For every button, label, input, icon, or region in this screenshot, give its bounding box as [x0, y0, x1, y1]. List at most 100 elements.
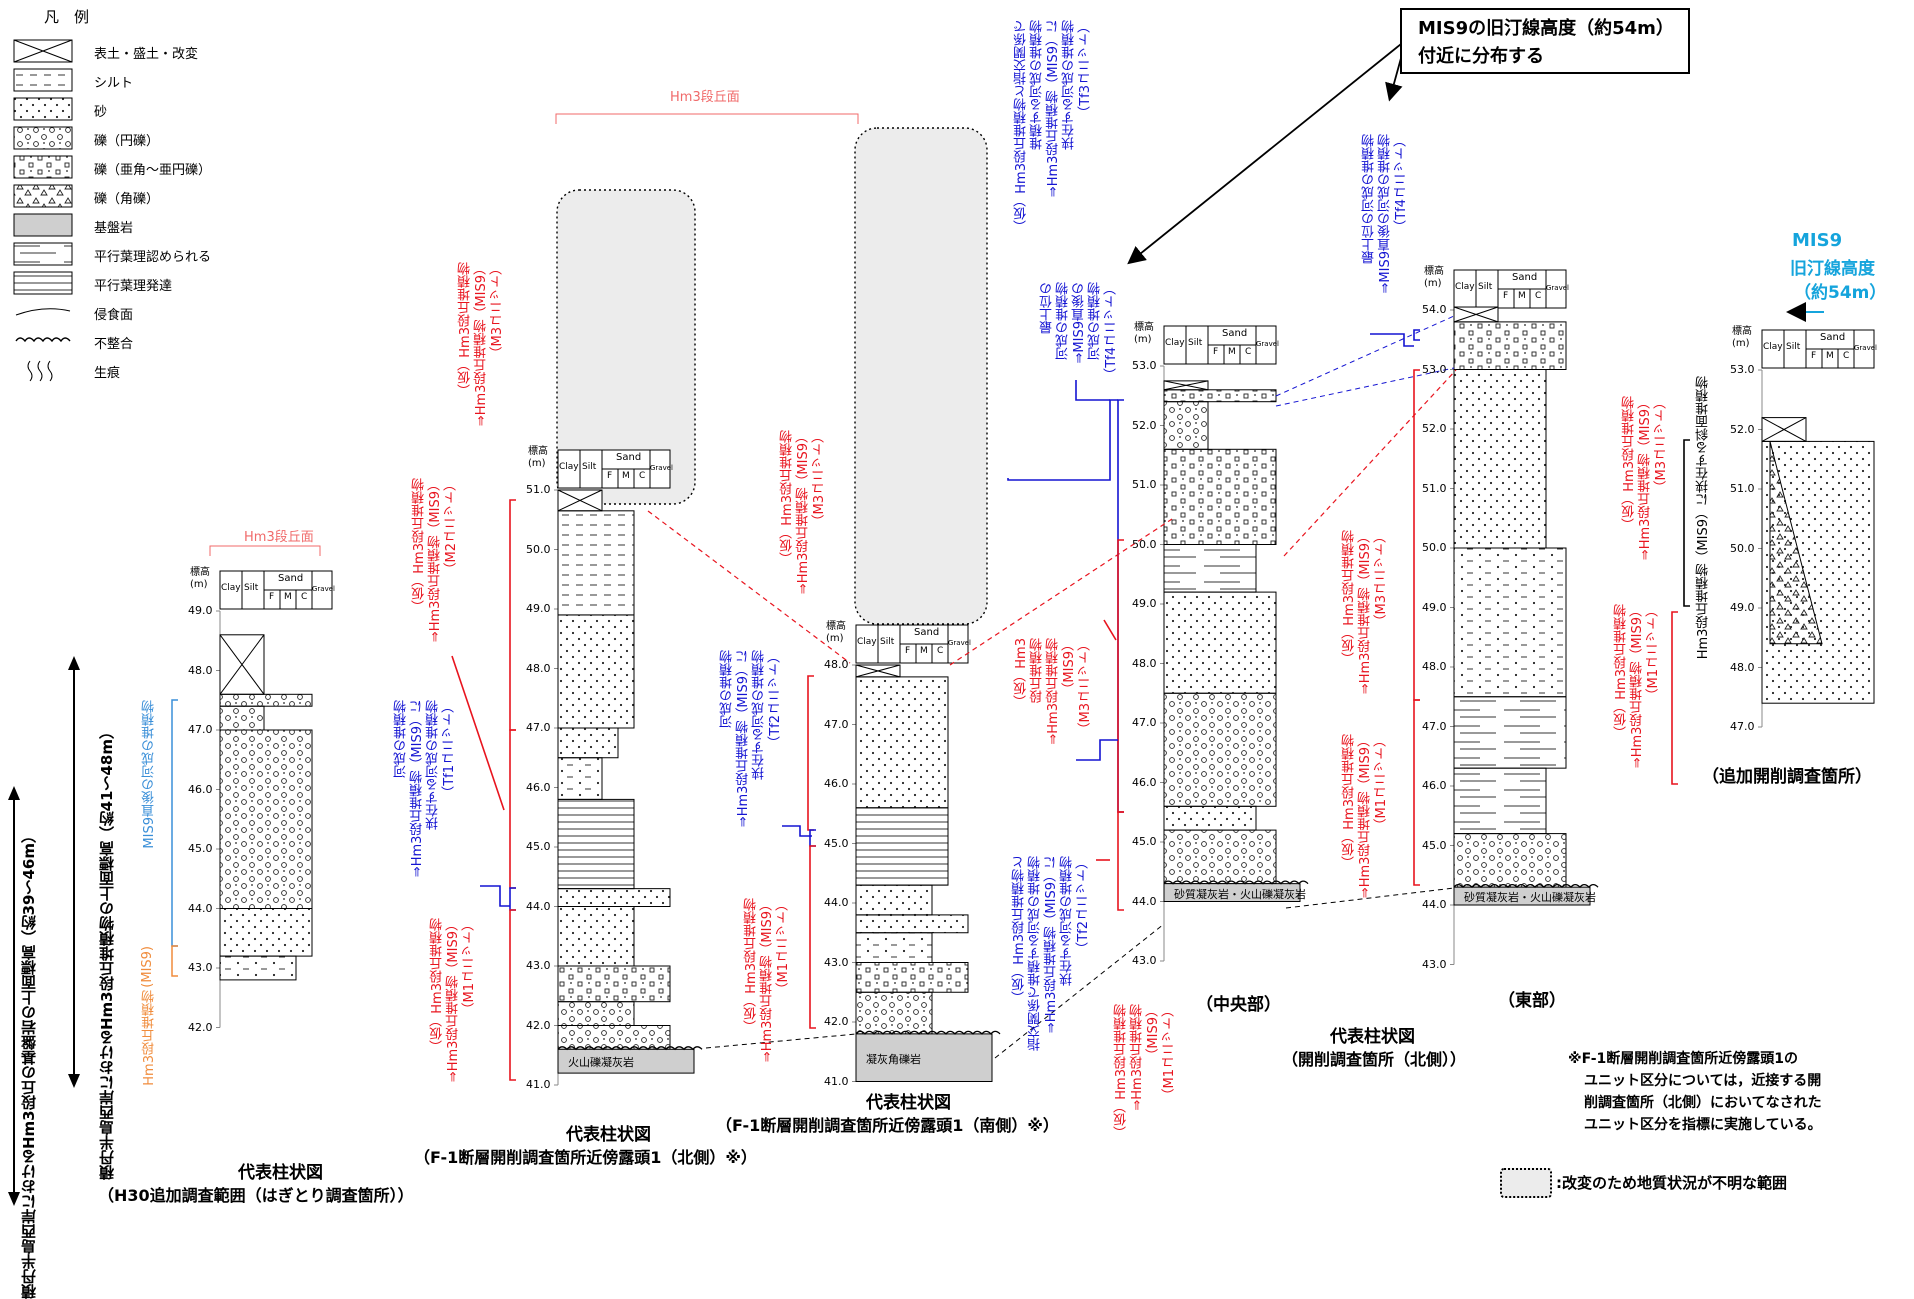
left-axis-mis9: (MIS9)	[140, 946, 155, 988]
connector-c4-tf4	[1076, 380, 1110, 400]
c5-header-f: F	[1503, 291, 1508, 301]
legend-swatch-bioturbation	[28, 361, 32, 381]
c5-tick-label: 46.0	[1422, 779, 1447, 792]
c1-header-silt: Silt	[244, 583, 258, 593]
c4-layer	[1164, 402, 1208, 450]
c5-header-c: C	[1535, 291, 1541, 301]
c1-tick-label: 43.0	[188, 961, 213, 974]
annot-c5-m1-line2: （M1ユニット）	[1372, 734, 1391, 832]
note-line3: 削調査箇所（北側）においてなされた	[1584, 1092, 1822, 1112]
c4-layer	[1164, 806, 1256, 830]
c1-layer	[220, 956, 296, 980]
c5-layer	[1454, 834, 1566, 888]
c2-title1: 代表柱状図	[566, 1120, 651, 1145]
c3-layer	[856, 992, 932, 1034]
legend-label-erosion: 侵食面	[94, 304, 133, 323]
c2-layer	[558, 1002, 634, 1026]
c4-header-silt: Silt	[1188, 338, 1202, 348]
c6-tick-label: 50.0	[1730, 542, 1755, 555]
c2-layer	[558, 907, 634, 967]
c5-header-sand: Sand	[1512, 272, 1537, 283]
c4-header-f: F	[1213, 347, 1218, 357]
bracket-c3-m3	[808, 676, 814, 830]
c6-header-c: C	[1843, 351, 1849, 361]
c3-header-sand: Sand	[914, 627, 939, 638]
c1-elev-label: 標高	[190, 563, 210, 578]
c5-header-silt: Silt	[1478, 282, 1492, 292]
c5-header-clay: Clay	[1455, 282, 1475, 292]
c2-tick-label: 46.0	[526, 781, 551, 794]
c5-subtitle: （東部）	[1498, 986, 1566, 1011]
bracket-c5-m1	[1414, 700, 1420, 885]
c2-header-gravel: Gravel	[650, 464, 673, 472]
c4-tick-label: 44.0	[1132, 895, 1157, 908]
annot-c4-tf2-line4: （Tf2ユニット）	[1074, 856, 1093, 955]
c5-tick-label: 49.0	[1422, 601, 1447, 614]
c6-subtitle: （追加開削調査箇所）	[1702, 762, 1872, 787]
bracket-c3-m1	[810, 846, 816, 1028]
left-axis-terrace-deposit: Hm3段丘堆積物	[140, 990, 159, 1086]
bracket-c3-tf2	[810, 830, 816, 846]
c3-layer	[856, 885, 932, 915]
c6-header-silt: Silt	[1786, 342, 1800, 352]
c5-elev-label: 標高	[1424, 262, 1444, 277]
c1-tick-label: 47.0	[188, 723, 213, 736]
c2-elev-label: 標高	[528, 442, 548, 457]
c2-bedrock-label: 火山礫凝灰岩	[568, 1054, 634, 1070]
c4-subtitle: （中央部）	[1196, 990, 1281, 1015]
c5-tick-label: 50.0	[1422, 541, 1447, 554]
callout-line1: MIS9の旧汀線高度（約54m）	[1418, 14, 1674, 40]
c1-title2: （H30追加調査範囲（はぎとり調査箇所））	[98, 1182, 414, 1206]
legend-title: 凡 例	[44, 6, 89, 27]
c4-tick-label: 49.0	[1132, 597, 1157, 610]
c1-tick-label: 44.0	[188, 902, 213, 915]
c2-elev-unit: (m)	[528, 458, 546, 469]
legend-swatch-unconformity	[16, 338, 70, 341]
c4-header-clay: Clay	[1165, 338, 1185, 348]
c6-elev-unit: (m)	[1732, 338, 1750, 349]
c3-tick-label: 43.0	[824, 956, 849, 969]
c2-header-f: F	[607, 471, 612, 481]
legend-swatch-erosion	[16, 309, 70, 315]
correlation-blue-1	[1276, 316, 1454, 396]
c3-layer	[856, 808, 948, 885]
c1-title1: 代表柱状図	[238, 1158, 323, 1183]
mis9-marker-line2: 旧汀線高度	[1790, 254, 1875, 279]
c5-tick-label: 48.0	[1422, 660, 1447, 673]
c1-header-gravel: Gravel	[312, 585, 335, 593]
note-line4: ユニット区分を指標に実施している。	[1584, 1114, 1822, 1134]
bracket-c2-tf1	[510, 888, 516, 910]
correlation-red-3	[1284, 370, 1456, 556]
c5-tick-label: 51.0	[1422, 482, 1447, 495]
c4-tick-label: 50.0	[1132, 538, 1157, 551]
bracket-c2-m2	[510, 500, 516, 730]
c6-header-f: F	[1811, 351, 1816, 361]
c3-header-c: C	[937, 646, 943, 656]
c5-tick-label: 43.0	[1422, 958, 1447, 971]
c3-tick-label: 44.0	[824, 896, 849, 909]
c5-layer	[1454, 768, 1546, 833]
c4-tick-label: 52.0	[1132, 419, 1157, 432]
legend-swatch-silt	[14, 69, 72, 91]
c4-layer	[1164, 449, 1276, 544]
c1-layer	[220, 730, 312, 909]
c4-tick-label: 45.0	[1132, 835, 1157, 848]
c2-tick-label: 42.0	[526, 1019, 551, 1032]
note-line2: ユニット区分については，近接する開	[1584, 1070, 1821, 1090]
c1-tick-label: 49.0	[188, 604, 213, 617]
legend-label-gravel_angular: 礫（角礫）	[94, 188, 159, 207]
bracket-c2-m2b	[510, 730, 516, 888]
bracket-fluvial	[172, 700, 178, 946]
left-arrowhead-top2	[68, 656, 80, 670]
c6-header-gravel: Gravel	[1854, 344, 1877, 352]
c3-header-f: F	[905, 646, 910, 656]
c6-tick-label: 52.0	[1730, 423, 1755, 436]
correlation-black-1	[706, 1034, 856, 1048]
legend-label-lamina_dev: 平行葉理発達	[94, 275, 172, 294]
c3-header-clay: Clay	[857, 637, 877, 647]
c3-layer	[856, 915, 968, 933]
c4-layer	[1164, 390, 1276, 402]
c1-header-clay: Clay	[221, 583, 241, 593]
c5-tick-label: 45.0	[1422, 839, 1447, 852]
c4-header-c: C	[1245, 347, 1251, 357]
